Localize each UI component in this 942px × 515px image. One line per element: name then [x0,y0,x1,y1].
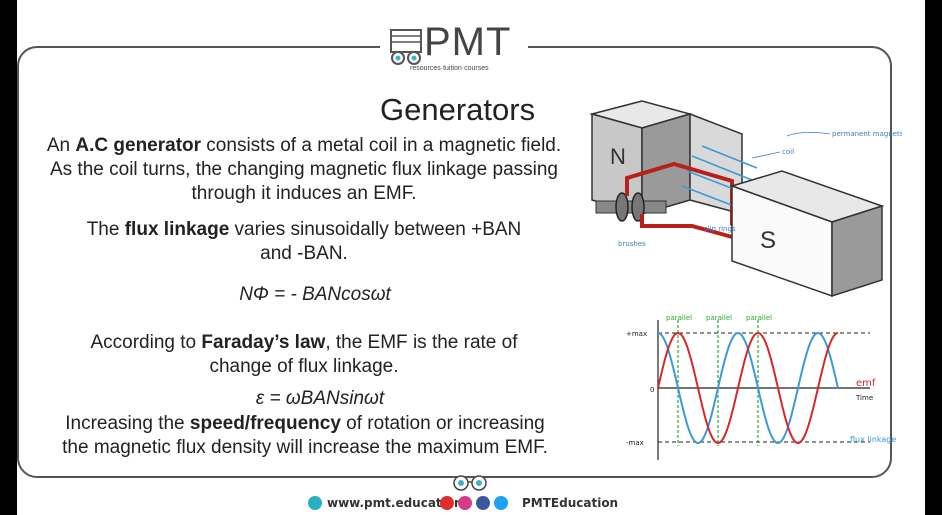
equation-emf: ε = ωBANsinωt [255,388,385,409]
s-magnet-side [831,204,883,298]
page-title: Generators [380,92,536,127]
instagram-icon[interactable] [458,496,472,510]
facebook-icon[interactable] [476,496,490,510]
paragraph-faraday: According to Faraday’s law, the EMF is t… [90,332,518,377]
logo-tagline: resources·tuition·courses [410,65,489,72]
footer: www.pmt.education PMTEducation [0,472,942,515]
n-magnet-side [641,113,691,215]
glasses-icon [453,475,487,491]
label-flux-linkage: flux linkage [850,435,896,444]
paragraph-max-emf: Increasing the speed/frequency of rotati… [62,413,548,458]
label-slip-rings: slip rings [704,225,736,233]
social-handle[interactable]: PMTEducation [522,496,619,510]
label-permanent-magnets: permanent magnets [832,130,902,138]
parallel-label: parallel [706,314,732,322]
label-min: -max [626,439,644,447]
pole-s-label: S [760,227,776,254]
paragraph-flux-linkage: The flux linkage varies sinusoidally bet… [86,219,522,264]
label-emf: emf [856,378,876,389]
parallel-markers: parallel parallel parallel [666,314,772,446]
label-brushes: brushes [618,240,646,248]
emf-curve [657,331,839,445]
label-zero: 0 [650,386,654,394]
pmt-logo: PMT resources·tuition·courses [380,18,528,76]
twitter-icon[interactable] [494,496,508,510]
paragraph-ac-generator: An A.C generator consists of a metal coi… [46,135,562,204]
logo-text: PMT [424,20,512,64]
label-coil: coil [782,148,794,156]
pole-n-label: N [610,144,626,169]
parallel-label: parallel [666,314,692,322]
label-max: +max [626,330,647,338]
book-glasses-icon [390,29,422,65]
coil-lower [640,214,748,243]
website-icon [308,496,322,510]
youtube-icon[interactable] [440,496,454,510]
equation-flux-linkage: NΦ = - BANcosωt [239,284,391,305]
generator-diagram: N S permanent magnets coil slip rings br… [589,100,902,298]
slip-ring-1 [615,192,629,222]
website-link[interactable]: www.pmt.education [327,496,463,510]
label-time: Time [855,394,873,402]
parallel-label: parallel [746,314,772,322]
shaft [595,200,667,214]
